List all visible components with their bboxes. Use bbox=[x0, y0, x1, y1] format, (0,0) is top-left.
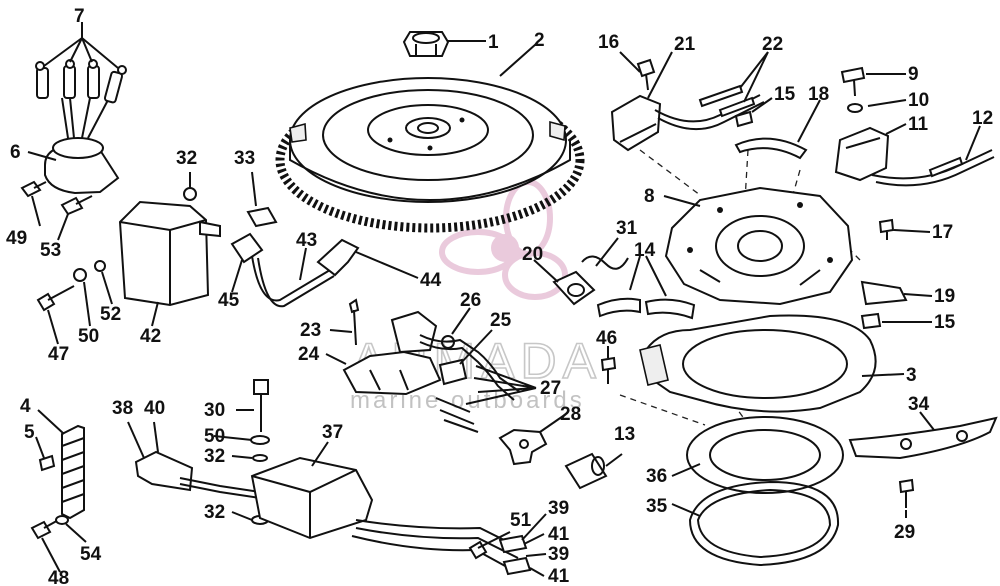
callout-14: 14 bbox=[634, 240, 656, 261]
callout-46: 46 bbox=[596, 328, 617, 349]
part-throttle-cam bbox=[848, 416, 998, 508]
callout-2: 2 bbox=[534, 30, 545, 51]
part-connector bbox=[134, 450, 261, 499]
callout-20: 20 bbox=[522, 244, 543, 265]
callout-10: 10 bbox=[908, 90, 929, 111]
callout-50b: 50 bbox=[204, 426, 225, 447]
callout-45: 45 bbox=[218, 290, 240, 311]
part-timer-base bbox=[664, 186, 854, 306]
callout-21: 21 bbox=[674, 34, 696, 55]
callout-3: 3 bbox=[906, 365, 917, 386]
callout-53: 53 bbox=[40, 240, 61, 261]
callout-42: 42 bbox=[140, 326, 161, 347]
part-ignition-coil bbox=[118, 187, 221, 307]
part-armature-plate bbox=[639, 314, 877, 413]
part-spark-leads bbox=[230, 206, 360, 308]
part-screws-right bbox=[860, 218, 908, 330]
callout-24: 24 bbox=[298, 344, 320, 365]
callout-27: 27 bbox=[540, 378, 561, 399]
callout-35: 35 bbox=[646, 496, 668, 517]
callout-25: 25 bbox=[490, 310, 512, 331]
callout-29: 29 bbox=[894, 522, 915, 543]
callout-41b: 41 bbox=[548, 566, 570, 586]
callout-43: 43 bbox=[296, 230, 317, 251]
callout-13: 13 bbox=[614, 424, 635, 445]
callout-15b: 15 bbox=[774, 84, 796, 105]
part-screws-left bbox=[20, 180, 106, 312]
callout-28: 28 bbox=[560, 404, 581, 425]
callout-34: 34 bbox=[908, 394, 930, 415]
callout-54: 54 bbox=[80, 544, 102, 565]
part-rectifier bbox=[498, 428, 608, 490]
callout-47: 47 bbox=[48, 344, 69, 365]
callout-numbers: 1 2 3 4 5 6 7 8 9 10 11 12 13 14 15 15 1… bbox=[6, 6, 993, 586]
callout-18: 18 bbox=[808, 84, 829, 105]
callout-17: 17 bbox=[932, 222, 953, 243]
callout-6: 6 bbox=[10, 142, 21, 163]
callout-51: 51 bbox=[510, 510, 532, 531]
part-screw-46 bbox=[600, 356, 617, 384]
callout-37: 37 bbox=[322, 422, 343, 443]
callout-44: 44 bbox=[420, 270, 442, 291]
part-flywheel bbox=[275, 77, 585, 233]
part-switch-assembly bbox=[342, 298, 521, 433]
part-nut bbox=[402, 31, 450, 57]
callout-39a: 39 bbox=[548, 498, 569, 519]
callout-1: 1 bbox=[488, 32, 499, 53]
callout-4: 4 bbox=[20, 396, 31, 417]
callout-32c: 32 bbox=[204, 502, 225, 523]
callout-30: 30 bbox=[204, 400, 225, 421]
callout-49: 49 bbox=[6, 228, 27, 249]
callout-7: 7 bbox=[74, 6, 85, 27]
callout-22: 22 bbox=[762, 34, 783, 55]
callout-41a: 41 bbox=[548, 524, 570, 545]
callout-36: 36 bbox=[646, 466, 667, 487]
part-bracket-18 bbox=[734, 110, 808, 160]
callout-16: 16 bbox=[598, 32, 619, 53]
part-clip-and-sleeves bbox=[552, 255, 696, 320]
leader-lines bbox=[27, 22, 981, 577]
callout-39b: 39 bbox=[548, 544, 569, 565]
part-charge-coil bbox=[834, 66, 995, 187]
part-power-pack bbox=[250, 456, 532, 576]
part-sensor-21 bbox=[610, 58, 765, 152]
part-rings bbox=[686, 416, 844, 567]
callout-23: 23 bbox=[300, 320, 321, 341]
callout-31: 31 bbox=[616, 218, 638, 239]
callout-32a: 32 bbox=[176, 148, 197, 169]
callout-15a: 15 bbox=[934, 312, 956, 333]
callout-33: 33 bbox=[234, 148, 255, 169]
callout-5: 5 bbox=[24, 422, 35, 443]
part-screw-48 bbox=[30, 515, 69, 540]
callout-9: 9 bbox=[908, 64, 919, 85]
callout-50a: 50 bbox=[78, 326, 99, 347]
callout-38: 38 bbox=[112, 398, 133, 419]
callout-48: 48 bbox=[48, 568, 69, 586]
callout-11: 11 bbox=[908, 114, 929, 135]
callout-40: 40 bbox=[144, 398, 165, 419]
callout-26: 26 bbox=[460, 290, 481, 311]
callout-52: 52 bbox=[100, 304, 121, 325]
callout-19: 19 bbox=[934, 286, 955, 307]
callout-32b: 32 bbox=[204, 446, 225, 467]
part-terminal-block bbox=[38, 424, 85, 520]
callout-12: 12 bbox=[972, 108, 993, 129]
callout-8: 8 bbox=[644, 186, 655, 207]
part-capacitor bbox=[35, 59, 127, 195]
